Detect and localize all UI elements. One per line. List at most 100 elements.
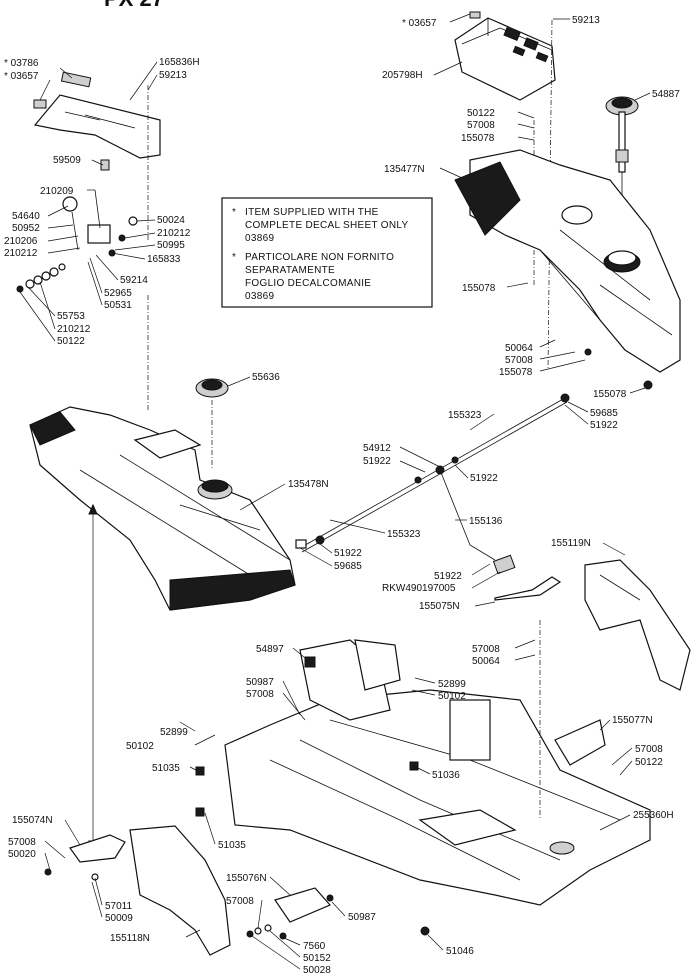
note-line-2: COMPLETE DECAL SHEET ONLY [245,220,408,231]
label-50987-top: 50987 [246,677,274,688]
label-155075N: 155075N [419,601,460,612]
label-210212-c: 210212 [57,324,91,335]
label-50952: 50952 [12,223,40,234]
label-155076N: 155076N [226,873,267,884]
part-labels: * 03657 59213 205798H 54887 50122 57008 … [4,15,680,976]
label-59213-top: 59213 [572,15,600,26]
label-155136: 155136 [469,516,503,527]
bracket-155075N [494,576,562,601]
label-51035-bottom: 51035 [218,840,246,851]
leader-lines [19,13,651,970]
fuel-lines [295,348,653,575]
label-57008-mid: 57008 [472,644,500,655]
label-50102-left: 50102 [126,741,154,752]
label-51035-top: 51035 [152,763,180,774]
note-line-3: 03869 [245,233,274,244]
label-210212-a: 210212 [4,248,38,259]
label-57008-bottom: 57008 [226,896,254,907]
label-165836H: 165836H [159,57,200,68]
label-50987-bottom: 50987 [348,912,376,923]
label-59685-right: 59685 [590,408,618,419]
plate-155076N [274,887,332,923]
label-50009: 50009 [105,913,133,924]
label-155078-far: 155078 [593,389,627,400]
label-50064-mid: 50064 [472,656,500,667]
main-frame-255360H [195,639,651,936]
label-51036: 51036 [432,770,460,781]
axis-line-right-top [547,19,553,371]
label-50024: 50024 [157,215,185,226]
fender-panel-155119N [584,559,691,691]
label-210209: 210209 [40,186,74,197]
label-210212-b: 210212 [157,228,191,239]
label-50122-top: 50122 [467,108,495,119]
note-bullet-1: * [232,207,236,218]
label-155077N: 155077N [612,715,653,726]
label-54640: 54640 [12,211,40,222]
label-59685-left: 59685 [334,561,362,572]
label-210206: 210206 [4,236,38,247]
label-165833: 165833 [147,254,181,265]
label-50102-right: 50102 [438,691,466,702]
label-54887: 54887 [652,89,680,100]
label-59214: 59214 [120,275,148,286]
label-51046: 51046 [446,946,474,957]
label-205798H: 205798H [382,70,423,81]
label-54912: 54912 [363,443,391,454]
label-255360H: 255360H [633,810,674,821]
label-57008-right: 57008 [505,355,533,366]
label-50020: 50020 [8,849,36,860]
note-line-6: FOGLIO DECALCOMANIE [245,278,371,289]
label-7560: 7560 [303,941,326,952]
label-51922-b: 51922 [363,456,391,467]
label-57011: 57011 [105,901,133,912]
label-50531: 50531 [104,300,132,311]
label-51922-c: 51922 [470,473,498,484]
label-50064-right: 50064 [505,343,533,354]
fuel-cap-54887 [605,96,639,205]
label-155078-right: 155078 [499,367,533,378]
label-03786: * 03786 [4,58,39,69]
label-155119N: 155119N [551,538,591,549]
fender-right-135477N [454,149,681,373]
label-155323-bottom: 155323 [387,529,421,540]
label-03657-top: * 03657 [402,18,437,29]
label-155078-mid: 155078 [462,283,496,294]
label-50152: 50152 [303,953,331,964]
note-line-5: SEPARATAMENTE [245,265,335,276]
label-57008-frame: 57008 [246,689,274,700]
label-155323-top: 155323 [448,410,482,421]
label-135478N: 135478N [288,479,329,490]
label-51922-e: 51922 [434,571,462,582]
dashboard-cover-205798H [454,11,556,101]
note-line-1: ITEM SUPPLIED WITH THE [245,207,379,218]
label-52965: 52965 [104,288,132,299]
label-51922-right: 51922 [590,420,618,431]
label-50122-left: 50122 [57,336,85,347]
label-51922-d: 51922 [334,548,362,559]
label-50028: 50028 [303,965,331,976]
label-50122-far: 50122 [635,757,663,768]
label-54897: 54897 [256,644,284,655]
label-50995: 50995 [157,240,185,251]
note-box [221,197,433,308]
label-57008-top: 57008 [467,120,495,131]
fender-left-135478N [29,406,296,611]
label-RKW490197005: RKW490197005 [382,583,456,594]
bolt-group-bottom [44,868,334,940]
label-55753: 55753 [57,311,85,322]
bracket-155074N [69,834,126,863]
plate-155077N [554,719,606,766]
note-line-4: PARTICOLARE NON FORNITO [245,252,394,263]
label-59213-left: 59213 [159,70,187,81]
label-57008-far: 57008 [635,744,663,755]
label-155074N: 155074N [12,815,53,826]
label-155118N: 155118N [110,933,150,944]
label-155078-top: 155078 [461,133,495,144]
seat-cover-165836H [33,71,161,159]
label-03657-left: * 03657 [4,71,39,82]
label-52899-left: 52899 [160,727,188,738]
lever-assembly-210209 [16,159,138,293]
label-52899-right: 52899 [438,679,466,690]
